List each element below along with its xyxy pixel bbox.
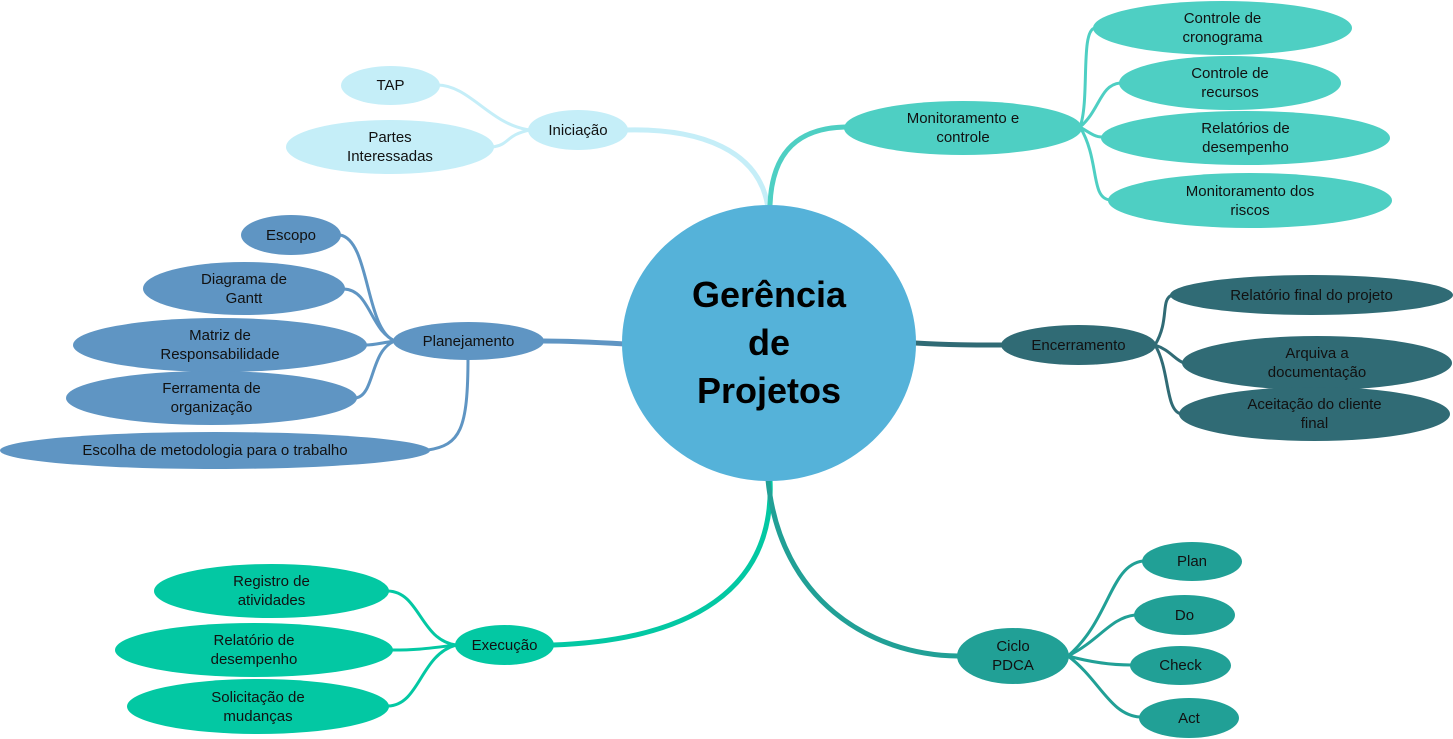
- connector-aceitacao: [1153, 343, 1183, 416]
- topic-label: Matriz de Responsabilidade: [160, 327, 280, 363]
- branch-planejamento[interactable]: Planejamento: [393, 322, 544, 360]
- topic-controle-cronograma[interactable]: Controle de cronograma: [1093, 1, 1352, 55]
- connector-solicitacao: [386, 643, 458, 708]
- topic-arquiva-documentacao[interactable]: Arquiva a documentação: [1182, 336, 1452, 390]
- topic-label: Plan: [1176, 553, 1208, 570]
- connector-escopo: [338, 233, 397, 343]
- topic-label: Registro de atividades: [233, 573, 310, 609]
- connector-iniciacao: [622, 127, 771, 211]
- branch-label: Encerramento: [1031, 336, 1126, 354]
- topic-escopo[interactable]: Escopo: [241, 215, 341, 255]
- connector-encerramento: [912, 340, 1005, 348]
- connector-tap: [435, 83, 532, 132]
- connector-riscos: [1078, 125, 1112, 202]
- branch-label: Iniciação: [548, 121, 608, 139]
- branch-label: Ciclo PDCA: [992, 638, 1034, 674]
- topic-label: Ferramenta de organização: [162, 380, 261, 416]
- connector-cronograma: [1078, 26, 1097, 129]
- topic-label: Aceitação do cliente final: [1247, 396, 1382, 432]
- topic-aceitacao-cliente[interactable]: Aceitação do cliente final: [1179, 387, 1450, 441]
- connector-relatorio-final: [1153, 293, 1174, 347]
- topic-solicitacao-mudancas[interactable]: Solicitação de mudanças: [127, 679, 389, 734]
- topic-label: Arquiva a documentação: [1267, 345, 1367, 381]
- branch-monitoramento-controle[interactable]: Monitoramento e controle: [844, 101, 1082, 155]
- topic-controle-recursos[interactable]: Controle de recursos: [1119, 56, 1341, 110]
- topic-label: Relatório de desempenho: [210, 632, 298, 668]
- connector-ferramenta: [354, 339, 397, 400]
- topic-ferramenta-organizacao[interactable]: Ferramenta de organização: [66, 371, 357, 425]
- topic-label: Controle de recursos: [1191, 65, 1269, 101]
- connector-metodologia: [426, 355, 470, 452]
- topic-label: Check: [1159, 657, 1202, 674]
- topic-label: Controle de cronograma: [1182, 10, 1263, 46]
- connector-relatorio: [390, 643, 458, 652]
- topic-label: Solicitação de mudanças: [211, 688, 305, 725]
- branch-encerramento[interactable]: Encerramento: [1001, 325, 1156, 365]
- topic-tap[interactable]: TAP: [341, 66, 440, 105]
- branch-label: Planejamento: [422, 332, 515, 350]
- topic-label: Diagrama de Gantt: [201, 270, 287, 307]
- topic-partes-interessadas[interactable]: Partes Interessadas: [286, 120, 494, 174]
- connector-execucao: [550, 477, 773, 648]
- topic-relatorios-desempenho[interactable]: Relatórios de desempenho: [1101, 111, 1390, 165]
- central-topic[interactable]: Gerência de Projetos: [622, 205, 916, 481]
- topic-label: Monitoramento dos riscos: [1185, 182, 1315, 219]
- connector-arquiva: [1153, 343, 1186, 365]
- branch-label: Execução: [471, 636, 538, 654]
- topic-label: Escopo: [265, 226, 317, 244]
- connector-plan: [1066, 559, 1145, 658]
- connector-recursos: [1078, 81, 1122, 129]
- branch-iniciacao[interactable]: Iniciação: [528, 110, 628, 150]
- connector-act: [1066, 654, 1142, 719]
- connector-planejamento: [540, 338, 628, 347]
- topic-label: TAP: [376, 77, 405, 94]
- topic-registro-atividades[interactable]: Registro de atividades: [154, 564, 389, 618]
- connector-monitoramento: [767, 124, 848, 208]
- connector-pdca: [765, 477, 961, 659]
- central-topic-title: Gerência de Projetos: [691, 274, 847, 411]
- branch-ciclo-pdca[interactable]: Ciclo PDCA: [957, 628, 1069, 684]
- topic-check[interactable]: Check: [1130, 646, 1231, 685]
- branch-label: Monitoramento e controle: [906, 110, 1020, 146]
- topic-act[interactable]: Act: [1139, 698, 1239, 738]
- topic-relatorio-final[interactable]: Relatório final do projeto: [1170, 275, 1453, 315]
- connector-gantt: [342, 287, 397, 343]
- topic-label: Escolha de metodologia para o trabalho: [82, 442, 348, 459]
- topic-label: Relatório final do projeto: [1230, 286, 1393, 304]
- topic-diagrama-gantt[interactable]: Diagrama de Gantt: [143, 262, 345, 315]
- topic-matriz-responsabilidade[interactable]: Matriz de Responsabilidade: [73, 318, 367, 372]
- topic-label: Relatórios de desempenho: [1201, 120, 1290, 156]
- topic-label: Partes Interessadas: [347, 129, 433, 165]
- connector-check: [1066, 654, 1133, 667]
- topic-monitoramento-riscos[interactable]: Monitoramento dos riscos: [1108, 173, 1392, 228]
- topic-label: Do: [1174, 606, 1195, 624]
- topic-escolha-metodologia[interactable]: Escolha de metodologia para o trabalho: [0, 432, 430, 469]
- topic-label: Act: [1178, 709, 1200, 727]
- connector-registro: [386, 589, 458, 647]
- connector-partes: [490, 128, 532, 149]
- topic-relatorio-desempenho[interactable]: Relatório de desempenho: [115, 623, 393, 677]
- topic-do[interactable]: Do: [1134, 595, 1235, 635]
- topic-plan[interactable]: Plan: [1142, 542, 1242, 581]
- connector-do: [1066, 613, 1137, 658]
- branch-execucao[interactable]: Execução: [455, 625, 554, 665]
